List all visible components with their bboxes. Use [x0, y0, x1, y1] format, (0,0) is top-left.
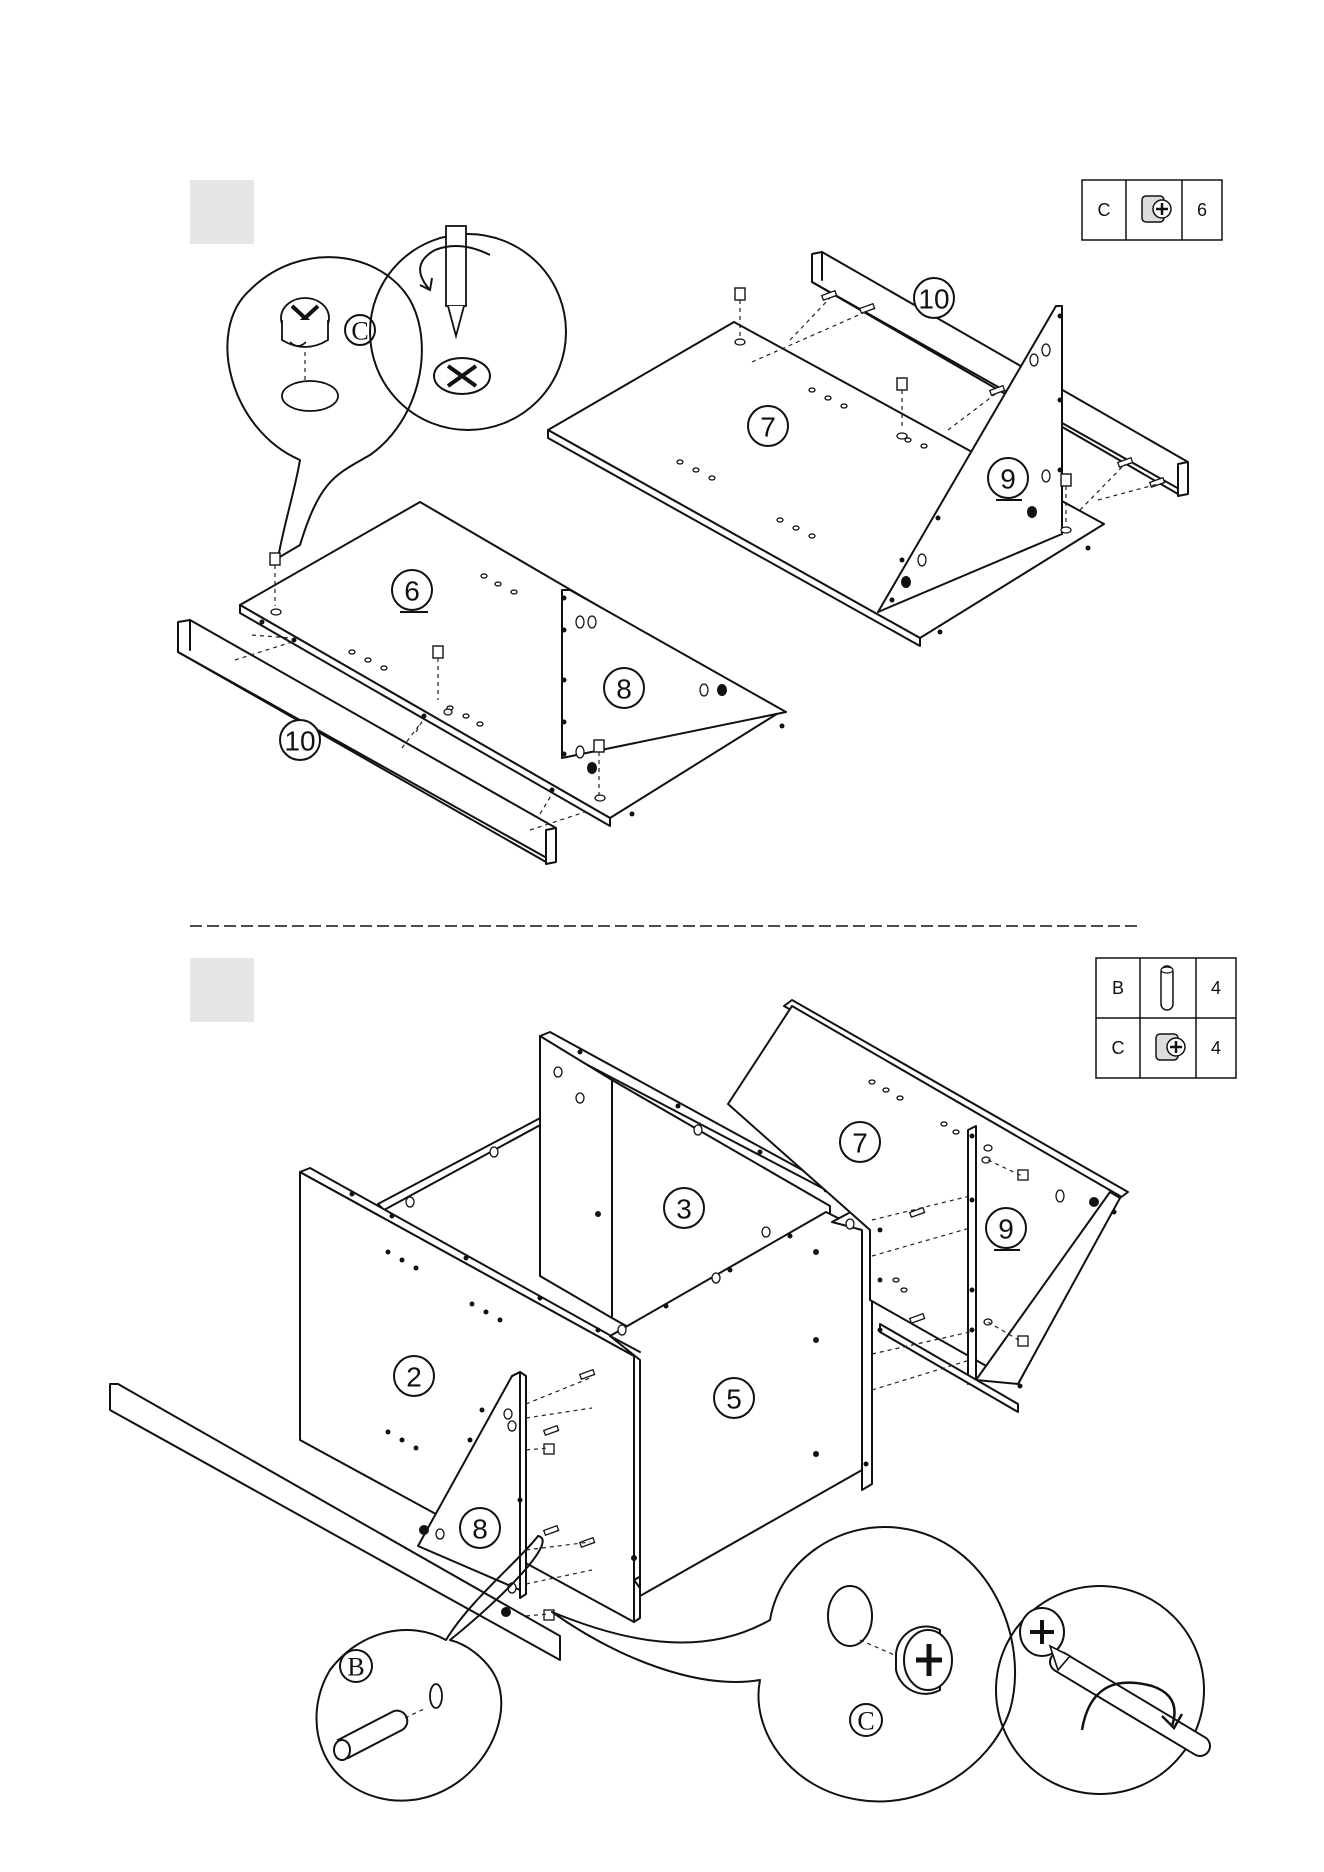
- fastener-c-label: C: [351, 317, 368, 346]
- dowel-b-label: B: [347, 1653, 364, 1682]
- step-1-part-code: C: [1098, 200, 1111, 220]
- panel-7-step2-label: 7: [852, 1128, 868, 1159]
- panel-10-left-label: 10: [284, 726, 315, 757]
- screwdriver-detail-bubble-step2: [996, 1586, 1204, 1794]
- dowel-icon: [334, 1711, 407, 1760]
- panel-7-label: 7: [760, 412, 776, 443]
- step-2-part-b-qty: 4: [1211, 978, 1221, 998]
- cam-lock-icon: [896, 1626, 952, 1693]
- hole-icon: [828, 1586, 872, 1646]
- step-2-part-c-qty: 4: [1211, 1038, 1221, 1058]
- panel-8-step2-label: 8: [472, 1514, 488, 1545]
- panel-2-label: 2: [406, 1362, 422, 1393]
- step-1-marker: [190, 180, 254, 244]
- step-1-parts-table: C 6: [1082, 180, 1222, 240]
- step-2-part-b-code: B: [1112, 978, 1124, 998]
- hole-icon: [282, 381, 338, 411]
- panel-6-label: 6: [404, 576, 420, 607]
- panel-10-right-label: 10: [918, 284, 949, 315]
- step-2-part-c-code: C: [1112, 1038, 1125, 1058]
- panel-3-label: 3: [676, 1194, 692, 1225]
- panel-8: [562, 590, 786, 758]
- panel-5-label: 5: [726, 1384, 742, 1415]
- step-1-left-assembly: 6 8 10: [178, 502, 786, 864]
- cam-lock-icon: [281, 298, 329, 347]
- panel-9-step2-label: 9: [998, 1214, 1014, 1245]
- hole-icon: [430, 1684, 442, 1708]
- step-1-right-assembly: 10 7 9: [548, 252, 1188, 646]
- step-2-parts-table: B 4 C 4: [1096, 958, 1236, 1078]
- step-1-part-qty: 6: [1197, 200, 1207, 220]
- cam-c-label: C: [857, 1707, 874, 1736]
- panel-9-label: 9: [1000, 464, 1016, 495]
- dowel-icon: [1161, 966, 1173, 1010]
- cam-lock-detail-bubble: C: [227, 257, 421, 558]
- step-2-marker: [190, 958, 254, 1022]
- screwdriver-detail-bubble: [370, 226, 566, 430]
- panel-8-label: 8: [616, 674, 632, 705]
